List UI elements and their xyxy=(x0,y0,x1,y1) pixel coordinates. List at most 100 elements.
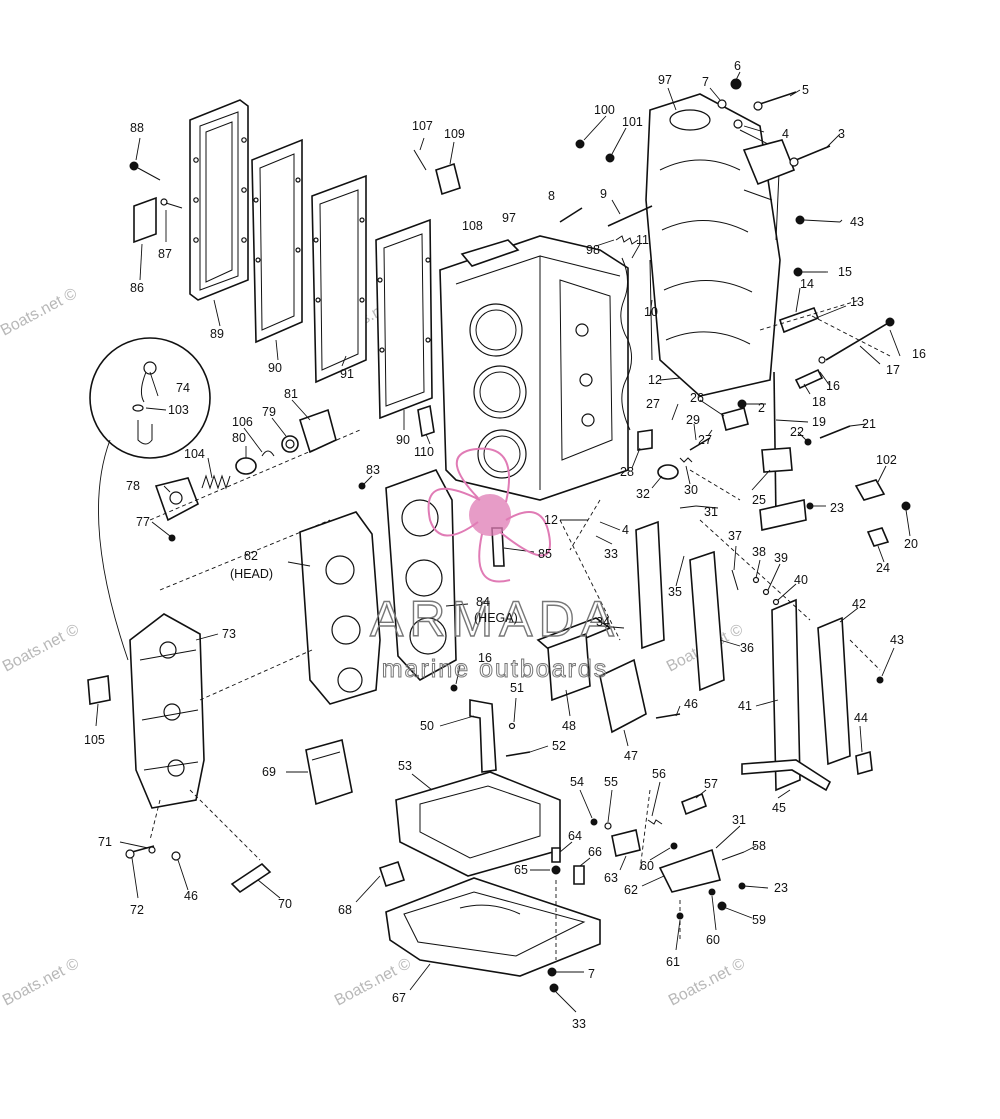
callout-label: 91 xyxy=(340,367,354,381)
callout-label: 104 xyxy=(184,447,205,461)
callout-label: 27 xyxy=(646,397,660,411)
ring-106 xyxy=(261,450,275,457)
callout-label: 98 xyxy=(586,243,600,257)
crankcase xyxy=(645,93,796,397)
callout-label: 97 xyxy=(502,211,516,225)
site-watermark: Boats.net © xyxy=(0,955,82,1009)
callout-label: 55 xyxy=(604,775,618,789)
gasket-90-upper xyxy=(251,138,303,344)
callout-label: 31 xyxy=(704,505,718,519)
callout-label: 109 xyxy=(444,127,465,141)
callout-label: 71 xyxy=(98,835,112,849)
callout-label: 39 xyxy=(774,551,788,565)
cover-78 xyxy=(154,477,200,522)
callout-label: 12 xyxy=(648,373,662,387)
callout-label: 54 xyxy=(570,775,584,789)
spring-30 xyxy=(679,457,693,463)
spring-56 xyxy=(647,819,663,825)
callout-label: 33 xyxy=(604,547,618,561)
site-watermark: Boats.net © xyxy=(0,285,80,339)
callout-label: 17 xyxy=(886,363,900,377)
sensor-68 xyxy=(378,860,406,888)
bracket-63 xyxy=(611,829,641,857)
plate-35 xyxy=(635,520,665,650)
callout-label: 83 xyxy=(366,463,380,477)
nut-101 xyxy=(605,153,615,163)
callout-label: 16 xyxy=(478,651,492,665)
sleeve-66 xyxy=(573,865,585,885)
screw-55 xyxy=(604,822,612,830)
callout-label: 48 xyxy=(562,719,576,733)
cam-32 xyxy=(657,464,679,480)
screw-43 xyxy=(795,215,841,225)
brand-watermark: ARMADA marine outboards xyxy=(369,447,615,684)
callout-label: 102 xyxy=(876,453,897,467)
callout-label: 22 xyxy=(790,425,804,439)
nut-16c xyxy=(450,684,458,692)
callout-label: 60 xyxy=(706,933,720,947)
axis-line xyxy=(149,429,361,521)
callout-label: 50 xyxy=(420,719,434,733)
callout-label: 47 xyxy=(624,749,638,763)
block-24 xyxy=(866,527,890,547)
callout-label: 84 xyxy=(476,595,490,609)
assembly-lines xyxy=(149,299,891,960)
propeller-hub xyxy=(469,494,511,536)
callout-label: 81 xyxy=(284,387,298,401)
callout-label: 46 xyxy=(684,697,698,711)
callout-label: 26 xyxy=(690,391,704,405)
nut-60a xyxy=(670,842,678,850)
nut-60b xyxy=(708,888,716,896)
callout-label: 37 xyxy=(728,529,742,543)
pin-107 xyxy=(413,149,427,171)
callout-label: 15 xyxy=(838,265,852,279)
cover-plate-89 xyxy=(189,99,249,301)
callout-label: 28 xyxy=(620,465,634,479)
callout-label: 16 xyxy=(912,347,926,361)
nut-6 xyxy=(730,78,742,90)
bolt-3 xyxy=(789,145,831,167)
washer-4 xyxy=(733,119,743,129)
nut-33b xyxy=(549,983,559,993)
nut-65 xyxy=(551,865,561,875)
callout-label: 106 xyxy=(232,415,253,429)
screw-29 xyxy=(689,437,711,451)
callout-label: 110 xyxy=(414,445,434,459)
screw-64 xyxy=(551,847,561,863)
callout-label: 11 xyxy=(636,233,649,247)
callout-label: 14 xyxy=(800,277,814,291)
callout-label: 7 xyxy=(702,75,709,89)
callout-label: 9 xyxy=(600,187,607,201)
lever-19 xyxy=(759,371,807,531)
plate-86 xyxy=(133,196,157,244)
plate-91 xyxy=(311,174,367,384)
screw-21 xyxy=(819,425,851,439)
head-gasket xyxy=(385,469,457,682)
pin-51 xyxy=(508,722,516,730)
screw-77 xyxy=(168,534,176,542)
oil-pan-67 xyxy=(385,877,601,977)
callout-label: 25 xyxy=(752,493,766,507)
callout-label: 73 xyxy=(222,627,236,641)
screw-87 xyxy=(160,198,183,209)
callout-label: 53 xyxy=(398,759,412,773)
nut-2 xyxy=(737,399,747,409)
screw-52 xyxy=(505,751,531,757)
pin-31 xyxy=(679,505,697,509)
exhaust-cover xyxy=(129,613,205,809)
rod-17 xyxy=(825,321,891,361)
callout-label: 58 xyxy=(752,839,766,853)
cover-81 xyxy=(299,408,337,454)
callout-label: 90 xyxy=(396,433,410,447)
callout-label: 89 xyxy=(210,327,224,341)
callout-label: 30 xyxy=(684,483,698,497)
callout-label: 105 xyxy=(84,733,105,747)
callout-label: 18 xyxy=(812,395,826,409)
link-57 xyxy=(681,792,707,816)
screw-88 xyxy=(129,161,161,181)
callout-label: 13 xyxy=(850,295,864,309)
callout-label: 7 xyxy=(588,967,595,981)
seal-79 xyxy=(281,435,299,453)
callout-label: 67 xyxy=(392,991,406,1005)
